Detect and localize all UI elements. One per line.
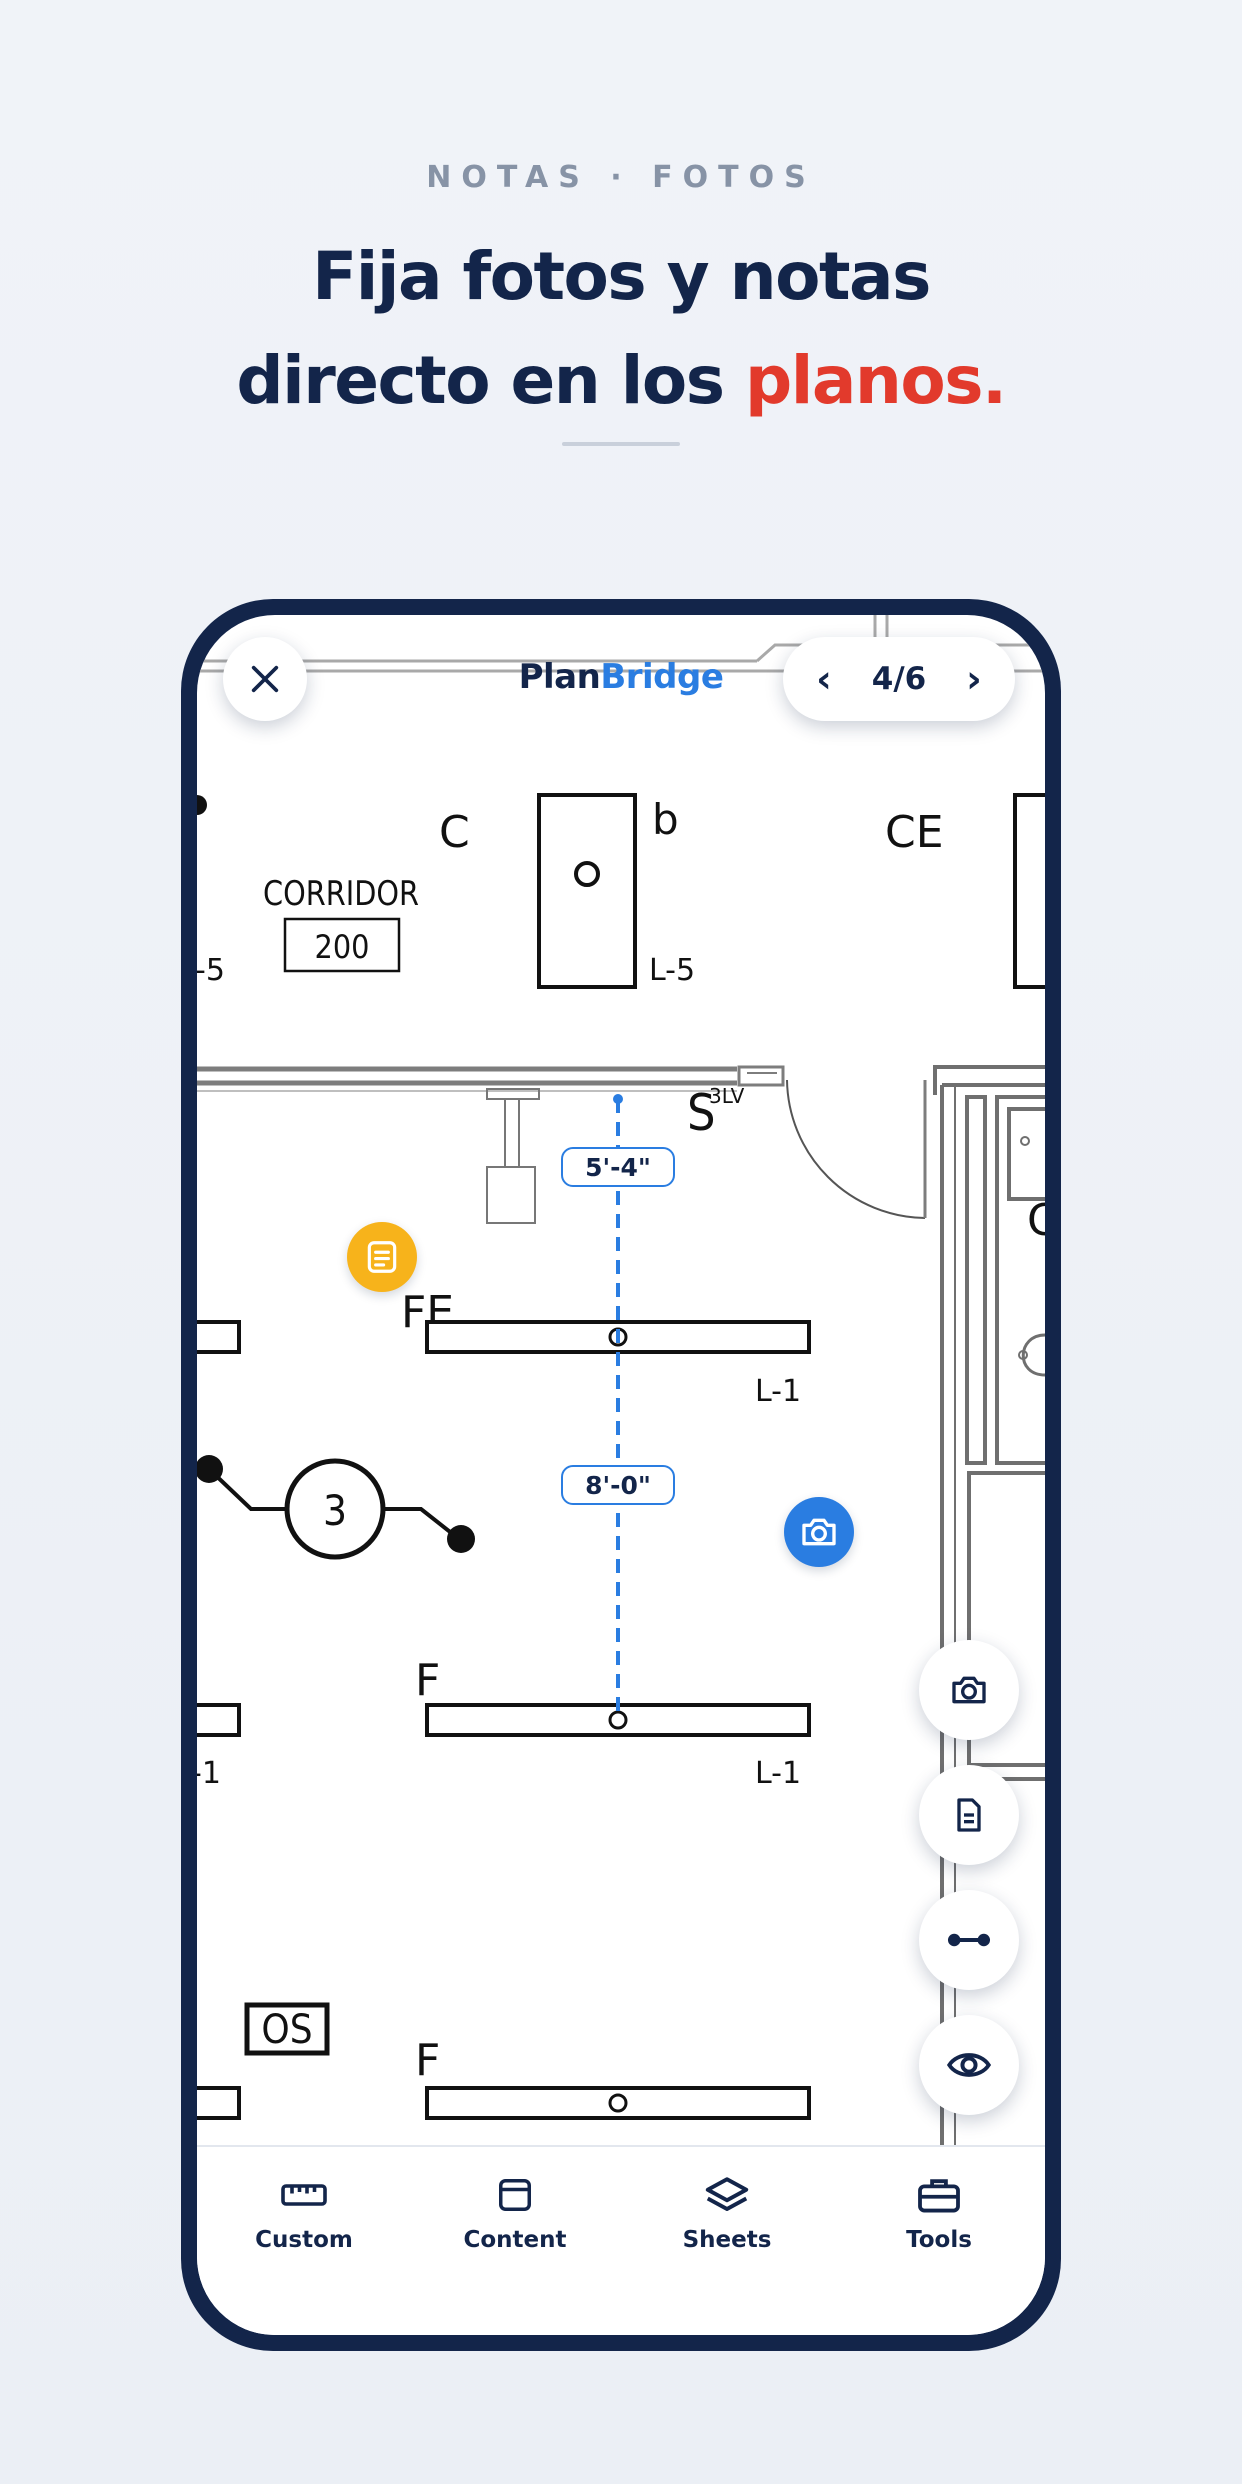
nav-content[interactable]: Content	[435, 2173, 595, 2253]
close-button[interactable]	[223, 637, 307, 721]
phone-screen: C b L-5 CE CORRIDOR 200 -5	[197, 615, 1045, 2335]
pager-count: 4/6	[871, 661, 927, 697]
os-box	[244, 2002, 330, 2056]
photo-pin[interactable]	[784, 1497, 854, 1567]
label-c: C	[439, 807, 470, 858]
nav-sheets-label: Sheets	[682, 2227, 772, 2253]
label-os: OS	[261, 2007, 312, 2053]
label-l5: L-5	[649, 953, 695, 988]
fab-document-button[interactable]	[919, 1765, 1019, 1865]
window-icon	[499, 2179, 531, 2211]
label-l1-c: L-1	[755, 1756, 801, 1791]
room-number-box	[283, 917, 401, 973]
note-pin[interactable]	[347, 1222, 417, 1292]
fab-visibility-button[interactable]	[919, 2015, 1019, 2115]
wall-fixture	[486, 1088, 540, 1224]
right-wall	[933, 1065, 1045, 2145]
fixture-box-b	[537, 793, 637, 989]
label-partial-c: C	[1027, 1195, 1045, 1246]
door-swing	[786, 1079, 926, 1219]
label-switch-sub: 3LV	[709, 1084, 745, 1108]
headline-line-1: Fija fotos y notas	[312, 238, 931, 315]
label-circuit: 3	[323, 1486, 347, 1535]
light-bar-2-hole	[608, 1710, 628, 1730]
label-b: b	[652, 795, 679, 844]
headline: Fija fotos y notas directo en los planos…	[0, 225, 1242, 433]
document-icon	[957, 1798, 981, 1832]
headline-prefix: directo en los	[236, 342, 746, 419]
circuit-bubble	[284, 1458, 386, 1560]
light-bar-3-left	[197, 2086, 241, 2120]
headline-line-2: directo en los planos.	[0, 329, 1242, 433]
label-f-b: F	[415, 2035, 440, 2086]
light-bar-1-left	[197, 1320, 241, 1354]
close-icon	[251, 665, 279, 693]
nav-tools-label: Tools	[906, 2227, 972, 2253]
label-f-a: F	[415, 1655, 440, 1706]
fab-camera-button[interactable]	[919, 1640, 1019, 1740]
headline-divider	[562, 442, 680, 446]
floor-plan[interactable]: C b L-5 CE CORRIDOR 200 -5	[197, 615, 1045, 2145]
phone-frame: C b L-5 CE CORRIDOR 200 -5	[181, 599, 1061, 2351]
light-bar-3-hole	[608, 2093, 628, 2113]
circuit-dot-right	[447, 1525, 475, 1553]
nav-tools[interactable]: Tools	[859, 2173, 1019, 2253]
label-room-number: 200	[315, 928, 370, 966]
bottom-nav: Custom Content Sheets Tools	[197, 2145, 1045, 2335]
nav-custom[interactable]: Custom	[224, 2173, 384, 2253]
camera-icon	[802, 1518, 836, 1546]
camera-icon	[952, 1676, 986, 1704]
layers-icon	[705, 2177, 749, 2211]
eyebrow: NOTAS · FOTOS	[426, 160, 816, 195]
nav-content-label: Content	[463, 2227, 567, 2253]
circuit-line	[207, 1467, 461, 1541]
nav-custom-label: Custom	[255, 2227, 353, 2253]
measurement-label-1[interactable]: 5'-4"	[561, 1147, 675, 1187]
label-l1-a: L-1	[755, 1374, 801, 1409]
label-switch: S	[687, 1084, 716, 1142]
sheet-pager: ‹ 4/6 ›	[783, 637, 1015, 721]
pager-prev-button[interactable]: ‹	[816, 657, 832, 701]
mid-wall	[197, 1065, 785, 1092]
eye-icon	[946, 2053, 992, 2077]
note-icon	[367, 1241, 397, 1273]
light-bar-2-left	[197, 1703, 241, 1737]
headline-accent: planos.	[745, 342, 1007, 419]
label-corridor: CORRIDOR	[263, 874, 419, 914]
circuit-dot-left	[197, 1455, 223, 1483]
label-l1-b: -1	[197, 1756, 221, 1791]
fixture-box-b-hole	[574, 861, 600, 887]
label-ce: CE	[885, 807, 944, 858]
fab-measure-button[interactable]	[919, 1890, 1019, 1990]
measure-icon	[947, 1933, 991, 1947]
nav-sheets[interactable]: Sheets	[647, 2173, 807, 2253]
label-l5-left: -5	[197, 953, 225, 988]
toolbox-icon	[918, 2179, 960, 2213]
measurement-end-top	[613, 1094, 623, 1104]
fixture-box-right	[1013, 793, 1045, 989]
pager-next-button[interactable]: ›	[966, 657, 982, 701]
edge-dot	[197, 795, 207, 815]
measurement-label-2[interactable]: 8'-0"	[561, 1465, 675, 1505]
ruler-icon	[281, 2184, 327, 2206]
